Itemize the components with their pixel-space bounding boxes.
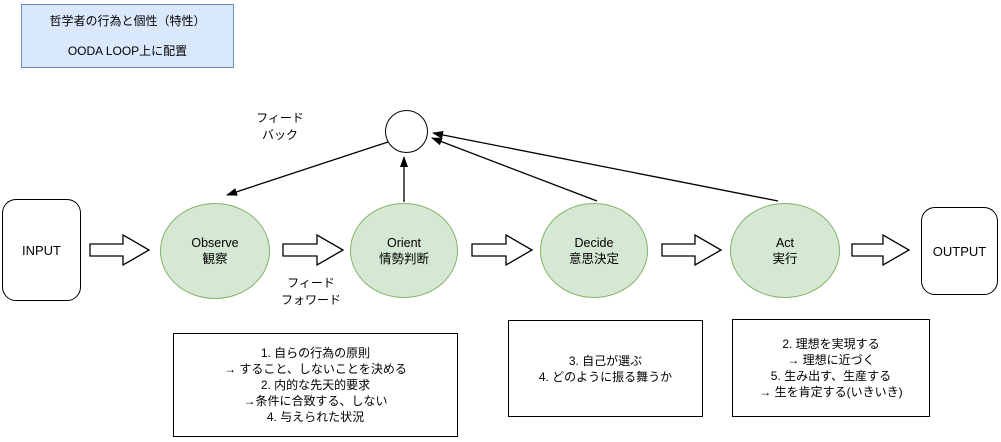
output-label: OUTPUT [932,243,987,259]
note-line: 4. どのように振る舞うか [538,369,673,384]
node-observe-en: Observe [191,236,239,250]
note-box-act: 2. 理想を実現する → 理想に近づく 5. 生み出す、生産する → 生を肯定す… [732,319,930,417]
arrow-act-to-hub [432,131,779,202]
feedback-label: フィード バック [248,110,312,144]
input-label: INPUT [22,242,61,258]
flow-arrow-decide-to-act [661,233,723,267]
title-line-2: OODA LOOP上に配置 [67,44,188,58]
arrow-decide-to-hub [431,137,598,202]
note-line: → すること、しないことを決める [224,362,407,376]
node-act: Act 実行 [730,203,840,298]
feedback-hub-circle [385,110,428,153]
note-line: 4. 与えられた状況 [266,410,365,424]
note-line: 1. 自らの行為の原則 [260,346,371,360]
feedback-label-line-1: フィード [256,111,304,125]
feedback-label-line-2: バック [261,128,298,142]
note-line: → 生を肯定する(いきいき) [759,385,903,399]
node-decide-ja: 意思決定 [568,251,619,266]
flow-arrow-observe-to-orient [282,233,345,267]
note-line: 2. 内的な先天的要求 [260,378,371,392]
note-line: → 理想に近づく [787,353,875,367]
node-orient: Orient 情勢判断 [350,203,458,298]
node-observe: Observe 観察 [160,203,270,299]
note-line: →条件に合致する、しない [243,394,388,408]
node-act-ja: 実行 [772,251,798,266]
note-line: 2. 理想を実現する [782,337,880,351]
node-orient-ja: 情勢判断 [378,251,429,266]
note-line: 5. 生み出す、生産する [770,369,892,383]
node-decide: Decide 意思決定 [540,203,648,298]
title-line-1: 哲学者の行為と個性（特性） [49,14,206,28]
title-box: 哲学者の行為と個性（特性） OODA LOOP上に配置 [21,4,234,68]
feedforward-label-line-2: フォワード [280,293,341,307]
note-line: 3. 自己が選ぶ [568,353,643,368]
input-node: INPUT [2,199,81,301]
output-node: OUTPUT [921,207,998,295]
feedback-arrow-hub-to-observe [226,141,389,196]
node-observe-ja: 観察 [202,252,228,266]
feedforward-label-line-1: フィード [287,276,335,290]
note-box-decide: 3. 自己が選ぶ 4. どのように振る舞うか [508,320,703,417]
flow-arrow-orient-to-decide [471,233,534,267]
flow-arrow-input-to-observe [89,233,151,267]
node-orient-en: Orient [386,235,422,250]
flow-arrow-act-to-output [851,233,911,267]
node-act-en: Act [775,235,795,250]
note-box-observe-orient: 1. 自らの行為の原則 → すること、しないことを決める 2. 内的な先天的要求… [173,333,458,437]
feedforward-label: フィード フォワード [273,275,349,309]
node-decide-en: Decide [574,235,614,250]
